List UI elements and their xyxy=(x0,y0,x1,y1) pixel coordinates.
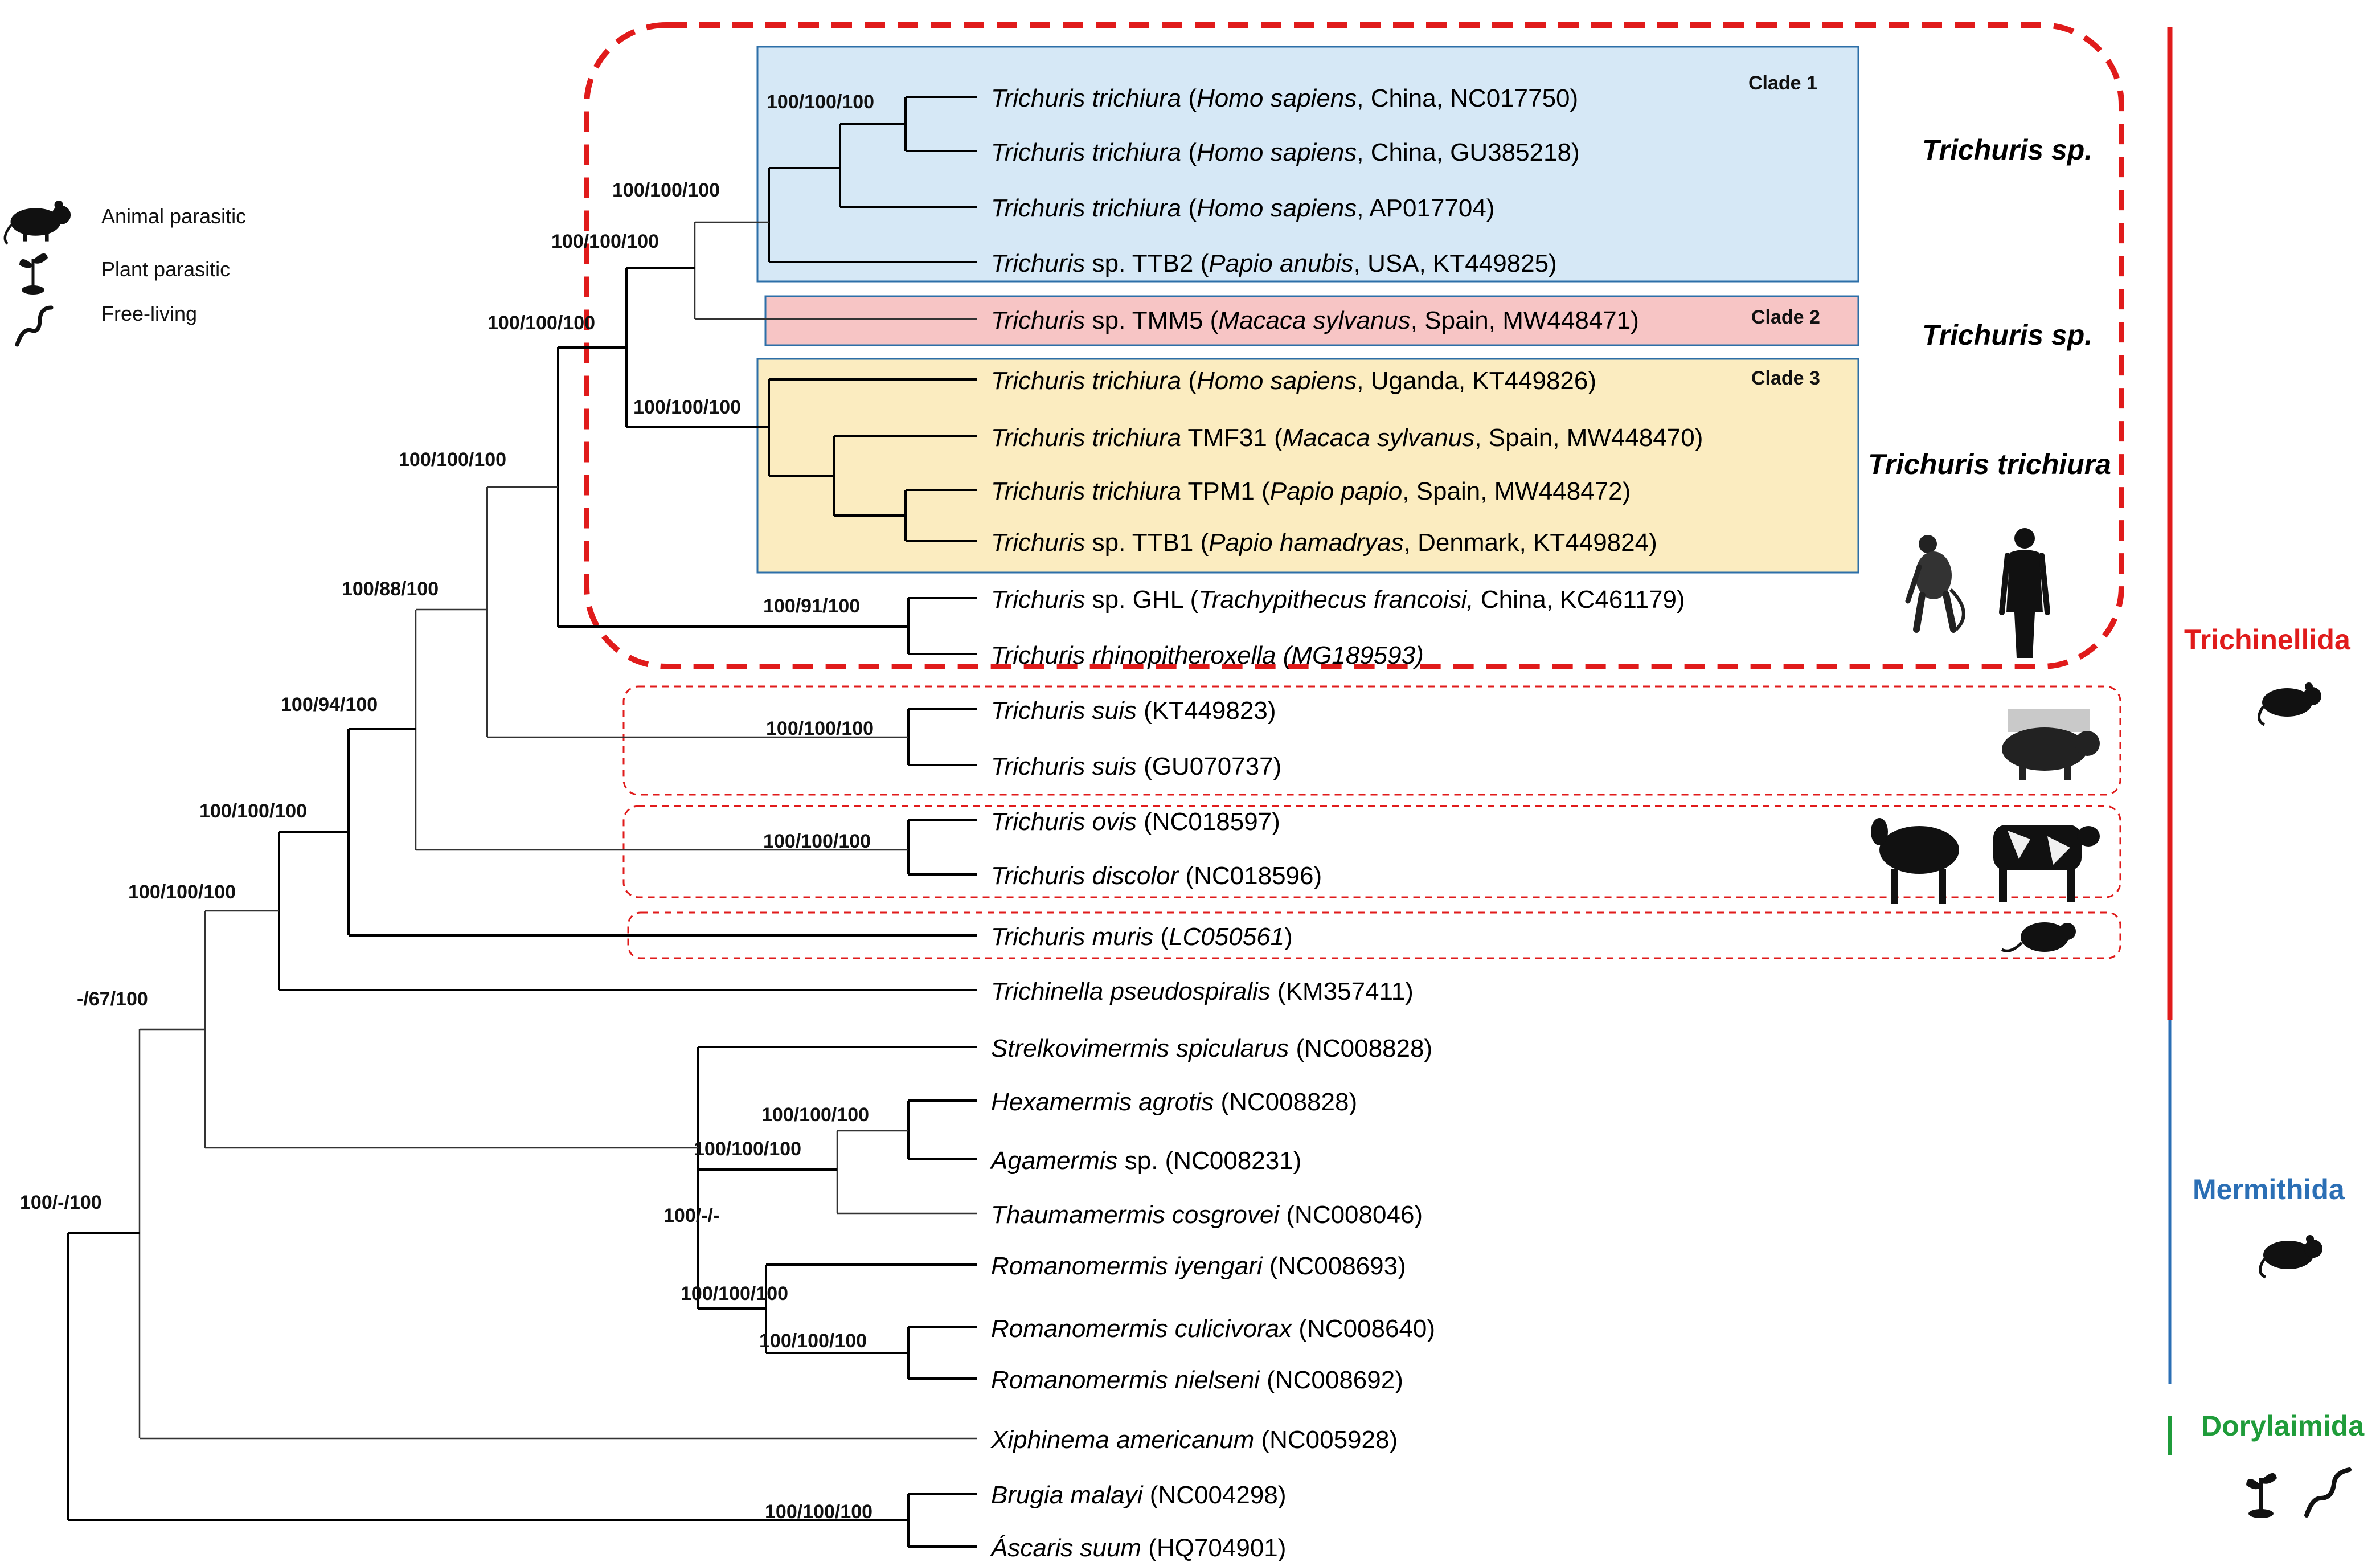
support-label: 100/100/100 xyxy=(128,881,236,903)
support-label: 100/100/100 xyxy=(551,231,659,252)
tree-branches xyxy=(67,96,977,1548)
group-label-trichuris-sp-1: Trichuris sp. xyxy=(1922,134,2092,166)
taxon-label: Trichuris rhinopitheroxella (MG189593) xyxy=(991,641,1424,669)
taxon-label: Áscaris suum (HQ704901) xyxy=(990,1534,1286,1562)
order-label-mermithida: Mermithida xyxy=(2193,1173,2345,1205)
taxon-label: Romanomermis culicivorax (NC008640) xyxy=(991,1315,1435,1343)
taxon-label: Brugia malayi (NC004298) xyxy=(991,1481,1286,1509)
rat-icon-trichinellida xyxy=(2258,682,2321,726)
support-label: 100/94/100 xyxy=(281,694,378,715)
monkey-icon xyxy=(1905,535,1965,633)
support-label: 100/100/100 xyxy=(761,1104,869,1126)
support-label: 100/-/- xyxy=(663,1205,719,1226)
taxon-label: Trichuris suis (KT449823) xyxy=(991,697,1276,725)
taxon-label: Hexamermis agrotis (NC008828) xyxy=(991,1088,1357,1116)
support-label: 100/-/100 xyxy=(20,1192,102,1213)
taxon-label: Trichuris trichiura (Homo sapiens, China… xyxy=(991,138,1580,166)
support-label: 100/100/100 xyxy=(765,1501,872,1523)
plant-icon xyxy=(19,253,48,295)
ovis-discolor-outline xyxy=(622,805,2121,898)
support-values: 100/100/100 100/100/100 100/100/100 100/… xyxy=(20,91,874,1523)
support-label: 100/100/100 xyxy=(488,312,595,334)
clade-1-label: Clade 1 xyxy=(1748,72,1817,94)
taxon-label: Trichuris discolor (NC018596) xyxy=(991,862,1322,890)
clade-1-box xyxy=(756,46,1859,283)
taxon-label: Strelkovimermis spicularus (NC008828) xyxy=(991,1034,1432,1062)
taxon-label: Trichuris muris (LC050561) xyxy=(991,923,1293,951)
plant-icon-dorylaimida xyxy=(2246,1473,2277,1518)
taxon-label: Trichuris trichiura TMF31 (Macaca sylvan… xyxy=(991,424,1703,452)
cow-icon xyxy=(1993,825,2100,902)
clade-3-box xyxy=(756,358,1859,574)
taxon-labels: Trichuris trichiura (Homo sapiens, China… xyxy=(989,84,1703,1562)
human-icon xyxy=(1999,528,2050,658)
clade-2-label: Clade 2 xyxy=(1751,306,1820,328)
rat-icon-mermithida xyxy=(2259,1235,2322,1279)
taxon-label: Trichuris trichiura TPM1 (Papio papio, S… xyxy=(991,477,1631,505)
muris-outline xyxy=(627,911,2121,959)
support-label: 100/100/100 xyxy=(759,1330,867,1352)
support-label: 100/91/100 xyxy=(763,595,860,617)
mouse-icon xyxy=(2001,922,2076,952)
taxon-label: Trichuris trichiura (Homo sapiens, Ugand… xyxy=(991,367,1596,395)
clade-2-box xyxy=(764,295,1859,346)
order-label-dorylaimida: Dorylaimida xyxy=(2201,1410,2365,1442)
support-label: 100/100/100 xyxy=(612,179,720,201)
support-label: -/67/100 xyxy=(77,988,148,1010)
support-label: 100/100/100 xyxy=(694,1138,801,1160)
taxon-label: Agamermis sp. (NC008231) xyxy=(989,1147,1301,1175)
taxon-label: Trichuris ovis (NC018597) xyxy=(991,808,1280,836)
taxon-label: Trichinella pseudospiralis (KM357411) xyxy=(991,978,1414,1005)
sheep-icon xyxy=(1871,818,1959,904)
legend-label: Animal parasitic xyxy=(101,205,246,228)
taxon-label: Trichuris trichiura (Homo sapiens, AP017… xyxy=(991,194,1494,222)
rat-icon xyxy=(3,201,71,245)
support-label: 100/100/100 xyxy=(763,831,871,852)
taxon-label: Trichuris sp. TMM5 (Macaca sylvanus, Spa… xyxy=(991,306,1639,334)
group-label-trichuris-trichiura: Trichuris trichiura xyxy=(1868,448,2111,480)
support-label: 100/88/100 xyxy=(342,578,439,600)
taxon-label: Trichuris trichiura (Homo sapiens, China… xyxy=(991,84,1578,112)
primate-trichuris-outline xyxy=(584,22,2124,669)
taxon-label: Romanomermis iyengari (NC008693) xyxy=(991,1252,1406,1280)
support-label: 100/100/100 xyxy=(199,800,307,822)
taxon-label: Trichuris suis (GU070737) xyxy=(991,753,1281,780)
support-label: 100/100/100 xyxy=(766,718,874,739)
suis-outline xyxy=(622,685,2121,796)
group-label-trichuris-sp-2: Trichuris sp. xyxy=(1922,319,2092,351)
taxon-label: Trichuris sp. GHL (Trachypithecus franco… xyxy=(991,586,1685,614)
worm-icon xyxy=(15,305,54,347)
support-label: 100/100/100 xyxy=(633,396,741,418)
taxon-label: Trichuris sp. TTB2 (Papio anubis, USA, K… xyxy=(991,250,1557,277)
taxon-label: Trichuris sp. TTB1 (Papio hamadryas, Den… xyxy=(991,529,1657,557)
legend-label: Plant parasitic xyxy=(101,257,230,281)
pig-icon xyxy=(2002,709,2100,780)
legend-label: Free-living xyxy=(101,302,197,325)
support-label: 100/100/100 xyxy=(681,1283,788,1305)
clade-3-label: Clade 3 xyxy=(1751,367,1820,389)
taxon-label: Romanomermis nielseni (NC008692) xyxy=(991,1366,1403,1394)
order-label-trichinellida: Trichinellida xyxy=(2184,624,2351,656)
taxon-label: Thaumamermis cosgrovei (NC008046) xyxy=(991,1201,1423,1229)
support-label: 100/100/100 xyxy=(767,91,874,113)
worm-icon-dorylaimida xyxy=(2304,1467,2352,1518)
support-label: 100/100/100 xyxy=(399,449,506,471)
taxon-label: Xiphinema americanum (NC005928) xyxy=(990,1426,1398,1454)
legend: Animal parasitic Plant parasitic Free-li… xyxy=(3,201,246,347)
